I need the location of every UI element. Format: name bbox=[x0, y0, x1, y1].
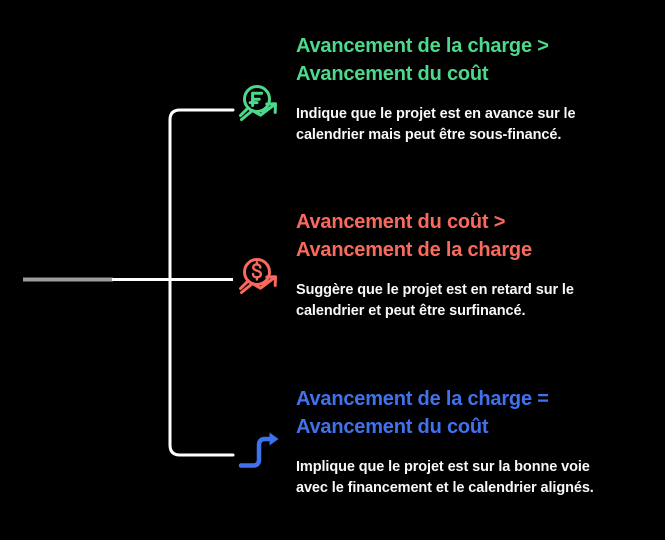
elbow-arrow-right-icon bbox=[238, 432, 279, 468]
branch-3-text-slot: Avancement de la charge = Avancement du … bbox=[296, 385, 656, 499]
branch-line-top bbox=[168, 108, 235, 281]
magnifier-money-trend-up-icon bbox=[239, 258, 277, 294]
branch-3-headline: Avancement de la charge = Avancement du … bbox=[296, 388, 549, 438]
branch-2-icon-slot bbox=[236, 208, 296, 305]
branch-item-2: Avancement du coût > Avancement de la ch… bbox=[236, 208, 656, 322]
branch-2-headline: Avancement du coût > Avancement de la ch… bbox=[296, 211, 532, 261]
branch-2-description: Suggère que le projet est en retard sur … bbox=[296, 282, 574, 319]
branch-item-3: Avancement de la charge = Avancement du … bbox=[236, 385, 656, 499]
branch-line-bottom bbox=[168, 278, 235, 457]
branch-1-headline: Avancement de la charge > Avancement du … bbox=[296, 35, 549, 85]
branch-1-icon-slot bbox=[236, 32, 296, 132]
branch-item-1: Avancement de la charge > Avancement du … bbox=[236, 32, 656, 146]
branch-2-text-slot: Avancement du coût > Avancement de la ch… bbox=[296, 208, 656, 322]
magnifier-franc-trend-up-icon bbox=[239, 85, 277, 121]
branch-1-description: Indique que le projet est en avance sur … bbox=[296, 106, 576, 143]
branch-3-description: Implique que le projet est sur la bonne … bbox=[296, 459, 594, 496]
branch-3-icon-slot bbox=[236, 385, 296, 478]
branch-1-text-slot: Avancement de la charge > Avancement du … bbox=[296, 32, 656, 146]
